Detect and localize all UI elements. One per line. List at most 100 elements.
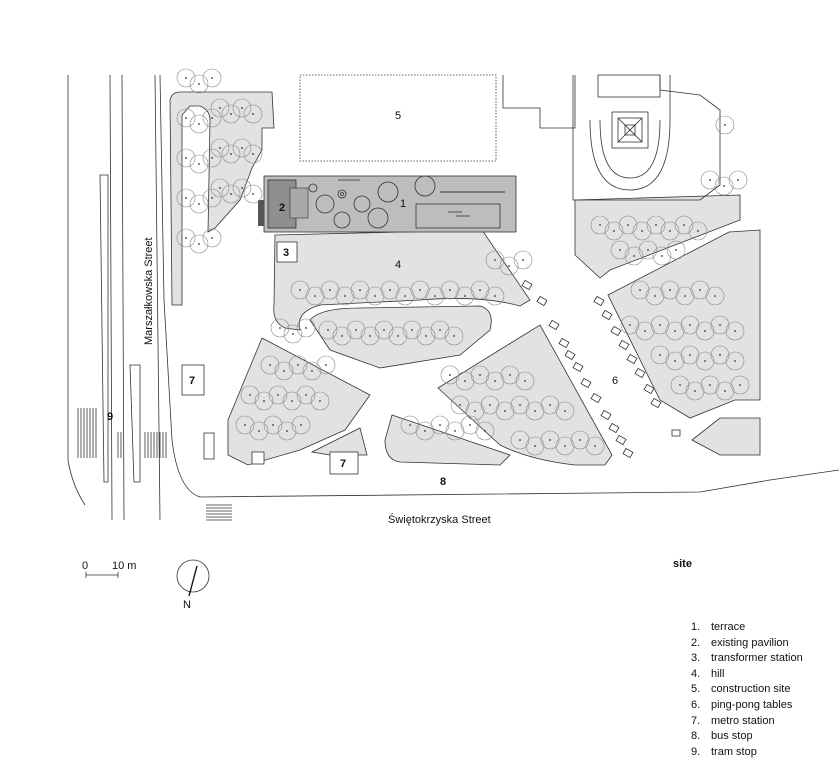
tree-trunk	[641, 230, 643, 232]
marker-transformer: 3	[283, 247, 289, 259]
legend-text: bus stop	[711, 730, 753, 743]
legend-item: 4.hill	[691, 667, 803, 683]
tree	[660, 280, 680, 300]
marker-bus: 8	[440, 476, 446, 488]
tree	[710, 345, 730, 365]
tree	[455, 371, 475, 391]
tree	[243, 184, 263, 204]
tree-trunk	[359, 289, 361, 291]
tree	[243, 144, 263, 164]
tree-trunk	[519, 404, 521, 406]
tree	[618, 215, 638, 235]
tree-trunk	[709, 384, 711, 386]
scale-ten: 10 m	[112, 560, 136, 572]
tree	[624, 246, 644, 266]
tree-trunk	[564, 445, 566, 447]
tree-trunk	[724, 124, 726, 126]
tree	[500, 365, 520, 385]
tree-trunk	[633, 255, 635, 257]
tree	[395, 286, 415, 306]
tree-trunk	[464, 295, 466, 297]
tree	[221, 104, 241, 124]
north-label: N	[183, 599, 191, 611]
tree	[232, 98, 252, 118]
tree	[288, 355, 308, 375]
tree-trunk	[258, 430, 260, 432]
street-marszalkowska: Marszałkowska Street	[143, 237, 155, 345]
tree	[232, 178, 252, 198]
tree-trunk	[277, 394, 279, 396]
tree-trunk	[659, 324, 661, 326]
tree	[635, 321, 655, 341]
tree	[430, 320, 450, 340]
tree-trunk	[655, 224, 657, 226]
marker-metro-south: 7	[340, 458, 346, 470]
legend-item: 9.tram stop	[691, 745, 803, 761]
tree-trunk	[479, 374, 481, 376]
tree	[430, 415, 450, 435]
tree-trunk	[627, 224, 629, 226]
tree-trunk	[198, 83, 200, 85]
tree-trunk	[494, 295, 496, 297]
tree	[270, 318, 290, 338]
tree	[555, 401, 575, 421]
legend-text: construction site	[711, 683, 791, 696]
tree-trunk	[291, 400, 293, 402]
lawn-west-strip	[169, 91, 275, 306]
tree-trunk	[219, 187, 221, 189]
tree	[189, 234, 209, 254]
tree-trunk	[241, 147, 243, 149]
tree-trunk	[723, 185, 725, 187]
legend-number: 1.	[691, 621, 701, 633]
tree-trunk	[211, 77, 213, 79]
tree-trunk	[494, 380, 496, 382]
tree-trunk	[369, 335, 371, 337]
tree-trunk	[719, 354, 721, 356]
tree-trunk	[283, 370, 285, 372]
tree	[540, 395, 560, 415]
tree	[425, 286, 445, 306]
tree	[243, 104, 263, 124]
tree-trunk	[564, 410, 566, 412]
tree	[415, 421, 435, 441]
tree	[202, 68, 222, 88]
tree-trunk	[314, 295, 316, 297]
legend-number: 7.	[691, 714, 701, 727]
tree	[725, 351, 745, 371]
tree	[210, 138, 230, 158]
tree	[620, 315, 640, 335]
tree	[685, 381, 705, 401]
tree	[632, 221, 652, 241]
bus-crossing	[206, 504, 232, 521]
legend-text: terrace	[711, 621, 746, 633]
plan-title: site	[673, 558, 692, 570]
tree	[513, 250, 533, 270]
marker-pavilion: 2	[279, 202, 285, 214]
tree	[695, 321, 715, 341]
tree-trunk	[286, 430, 288, 432]
tree-trunk	[579, 439, 581, 441]
tree-trunk	[389, 289, 391, 291]
tree-trunk	[341, 335, 343, 337]
tree	[232, 138, 252, 158]
tree	[388, 326, 408, 346]
tree-trunk	[519, 439, 521, 441]
tree-trunk	[679, 384, 681, 386]
tree	[525, 401, 545, 421]
tree	[680, 345, 700, 365]
tree	[332, 326, 352, 346]
tree-trunk	[674, 360, 676, 362]
tree	[570, 430, 590, 450]
tree-trunk	[724, 390, 726, 392]
tree-trunk	[211, 157, 213, 159]
tree-trunk	[647, 249, 649, 251]
tree-trunk	[241, 187, 243, 189]
tree-trunk	[689, 354, 691, 356]
marker-construction: 5	[395, 110, 401, 122]
tree-trunk	[683, 224, 685, 226]
marszalkowska-street-lines	[67, 74, 839, 521]
tree	[688, 221, 708, 241]
lawn-southeast	[437, 324, 613, 466]
tree-trunk	[404, 295, 406, 297]
